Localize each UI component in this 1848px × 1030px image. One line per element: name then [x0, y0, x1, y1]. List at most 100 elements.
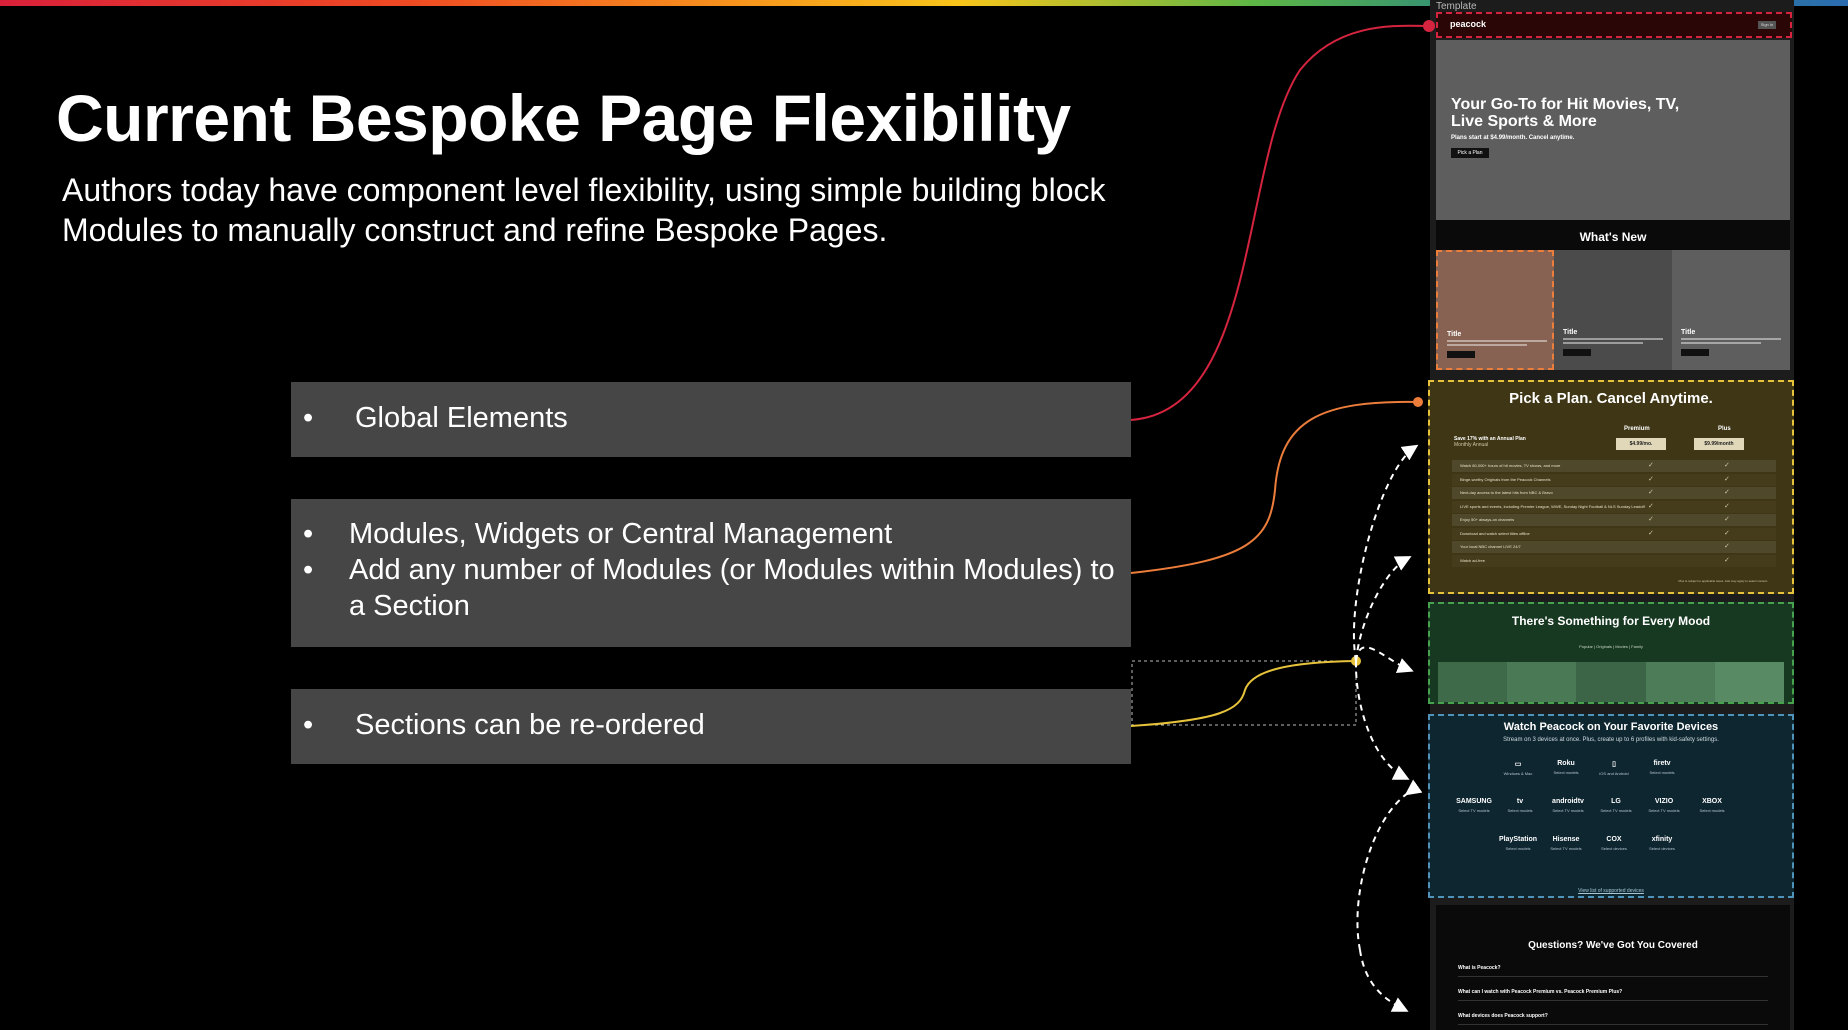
- annual-save-label: Save 17% with an Annual Plan Monthly Ann…: [1454, 436, 1526, 448]
- plan-feature-row: Download and watch select titles offline…: [1452, 528, 1776, 540]
- peacock-logo: peacock: [1450, 19, 1487, 29]
- check-icon: ✓: [1648, 475, 1654, 483]
- mood-tile: [1507, 662, 1577, 702]
- card-title: Title: [1447, 331, 1462, 338]
- card-text-line: [1447, 344, 1527, 346]
- plan-footnote: Plus is subject to applicable taxes. Ads…: [1678, 579, 1768, 583]
- device-item: ▯iOS and Android: [1586, 760, 1642, 776]
- check-icon: ✓: [1724, 502, 1730, 510]
- save-label-text: Save 17% with an Annual Plan: [1454, 436, 1526, 442]
- plan-feature-text: Your local NBC channel LIVE 24/7: [1460, 544, 1521, 549]
- mood-tile: [1438, 662, 1508, 702]
- plan-feature-text: Next-day access to the latest hits from …: [1460, 490, 1553, 495]
- device-item: COX Select devices: [1586, 836, 1642, 851]
- plan-feature-text: LIVE sports and events, including Premie…: [1460, 503, 1645, 509]
- devices-title: Watch Peacock on Your Favorite Devices: [1503, 721, 1719, 733]
- check-icon: ✓: [1648, 516, 1654, 523]
- reorder-arrow: [1352, 444, 1419, 662]
- check-icon: ✓: [1648, 462, 1654, 469]
- card-text-line: [1681, 338, 1781, 340]
- device-logo: VIZIO: [1654, 798, 1674, 805]
- reorder-arrow: [1355, 646, 1414, 673]
- plan-feature-text: Watch 80,000+ hours of hit movies, TV sh…: [1460, 463, 1561, 468]
- plan-feature-row: Binge-worthy Originals from the Peacock …: [1452, 474, 1776, 486]
- reorder-arrow: [1356, 779, 1423, 951]
- plan-feature-row: Watch ad-free ✓: [1452, 555, 1776, 567]
- check-icon: ✓: [1648, 489, 1654, 496]
- plan-feature-text: Binge-worthy Originals from the Peacock …: [1460, 476, 1551, 482]
- premium-price: $4.99/mo.: [1616, 438, 1666, 450]
- modules-connector: [1130, 400, 1421, 574]
- bullet-sections-reorder: Sections can be re-ordered: [291, 707, 1131, 743]
- mood-title: There's Something for Every Mood: [1511, 614, 1711, 628]
- supported-devices-link: View list of supported devices: [1578, 888, 1644, 894]
- device-logo: COX: [1606, 836, 1622, 843]
- bullet-global-elements: Global Elements: [291, 400, 1131, 436]
- device-caption: Select devices: [1601, 846, 1627, 851]
- hero-subtext: Plans start at $4.99/month. Cancel anyti…: [1451, 135, 1575, 141]
- whats-new-card-module: Title: [1436, 250, 1554, 370]
- faq-question: What can I watch with Peacock Premium vs…: [1458, 989, 1768, 1001]
- plan-feature-text: Watch ad-free: [1460, 557, 1485, 563]
- every-mood-section: There's Something for Every Mood Popular…: [1428, 602, 1794, 704]
- sign-in-button: Sign In: [1758, 21, 1776, 29]
- plan-feature-row: Your local NBC channel LIVE 24/7 ✓: [1452, 541, 1776, 553]
- whats-new-title: What's New: [1436, 220, 1790, 250]
- device-caption: Select models: [1649, 770, 1675, 775]
- billing-toggle: Monthly Annual: [1454, 442, 1489, 448]
- template-global-header: peacock Sign In: [1436, 12, 1792, 38]
- plan-feature-row: Enjoy 50+ always-on channels✓✓: [1452, 514, 1776, 526]
- device-caption: Windows & Mac: [1503, 771, 1533, 776]
- slide-title: Current Bespoke Page Flexibility: [56, 81, 1071, 155]
- check-icon: ✓: [1724, 556, 1730, 564]
- device-caption: Select TV models: [1600, 808, 1632, 813]
- mood-tabs: Popular | Originals | Movies | Family: [1579, 644, 1643, 649]
- devices-subtitle: Stream on 3 devices at once. Plus, creat…: [1503, 737, 1719, 743]
- mood-tiles: [1438, 662, 1785, 702]
- check-icon: ✓: [1724, 543, 1730, 550]
- device-caption: Select devices: [1649, 846, 1675, 851]
- slide-subtitle: Authors today have component level flexi…: [62, 172, 1106, 248]
- global-connector-dot: [1423, 20, 1435, 32]
- device-caption: iOS and Android: [1599, 771, 1629, 776]
- device-logo: ▭: [1514, 761, 1522, 768]
- check-icon: ✓: [1724, 475, 1730, 483]
- check-icon: ✓: [1648, 502, 1654, 510]
- device-logo: androidtv: [1552, 798, 1584, 805]
- sections-connector: [1130, 660, 1357, 727]
- template-hero: Your Go-To for Hit Movies, TV, Live Spor…: [1436, 40, 1790, 220]
- reorder-arrow: [1354, 660, 1410, 780]
- device-logo: XBOX: [1702, 798, 1722, 805]
- check-icon: ✓: [1648, 529, 1654, 537]
- bullet-modules-widgets: Modules, Widgets or Central Management: [291, 516, 1131, 552]
- mood-tile: [1714, 662, 1785, 702]
- plan-feature-row: Next-day access to the latest hits from …: [1452, 487, 1776, 499]
- mood-tile: [1576, 662, 1646, 702]
- device-caption: Select models: [1699, 808, 1725, 813]
- device-caption: Select models: [1553, 770, 1579, 775]
- hero-headline: Your Go-To for Hit Movies, TV, Live Spor…: [1451, 96, 1680, 130]
- card-text-line: [1563, 342, 1643, 344]
- card-text-line: [1563, 338, 1663, 340]
- device-item: VIZIO Select TV models: [1636, 798, 1692, 813]
- device-caption: Select TV models: [1648, 808, 1680, 813]
- plan-feature-text: Enjoy 50+ always-on channels: [1460, 517, 1515, 522]
- faq-question: What is Peacock?: [1458, 965, 1768, 977]
- card-button: [1447, 351, 1475, 358]
- rainbow-bar: [0, 0, 1848, 6]
- card-text-line: [1447, 340, 1547, 342]
- mood-tile: [1645, 662, 1715, 702]
- device-caption: Select models: [1505, 846, 1531, 851]
- card-button: [1563, 349, 1591, 356]
- faq-title: Questions? We've Got You Covered: [1528, 940, 1698, 951]
- device-caption: Select TV models: [1552, 808, 1584, 813]
- device-logo: firetv: [1653, 760, 1671, 767]
- card-title: Title: [1681, 329, 1696, 336]
- device-logo: SAMSUNG: [1456, 798, 1492, 805]
